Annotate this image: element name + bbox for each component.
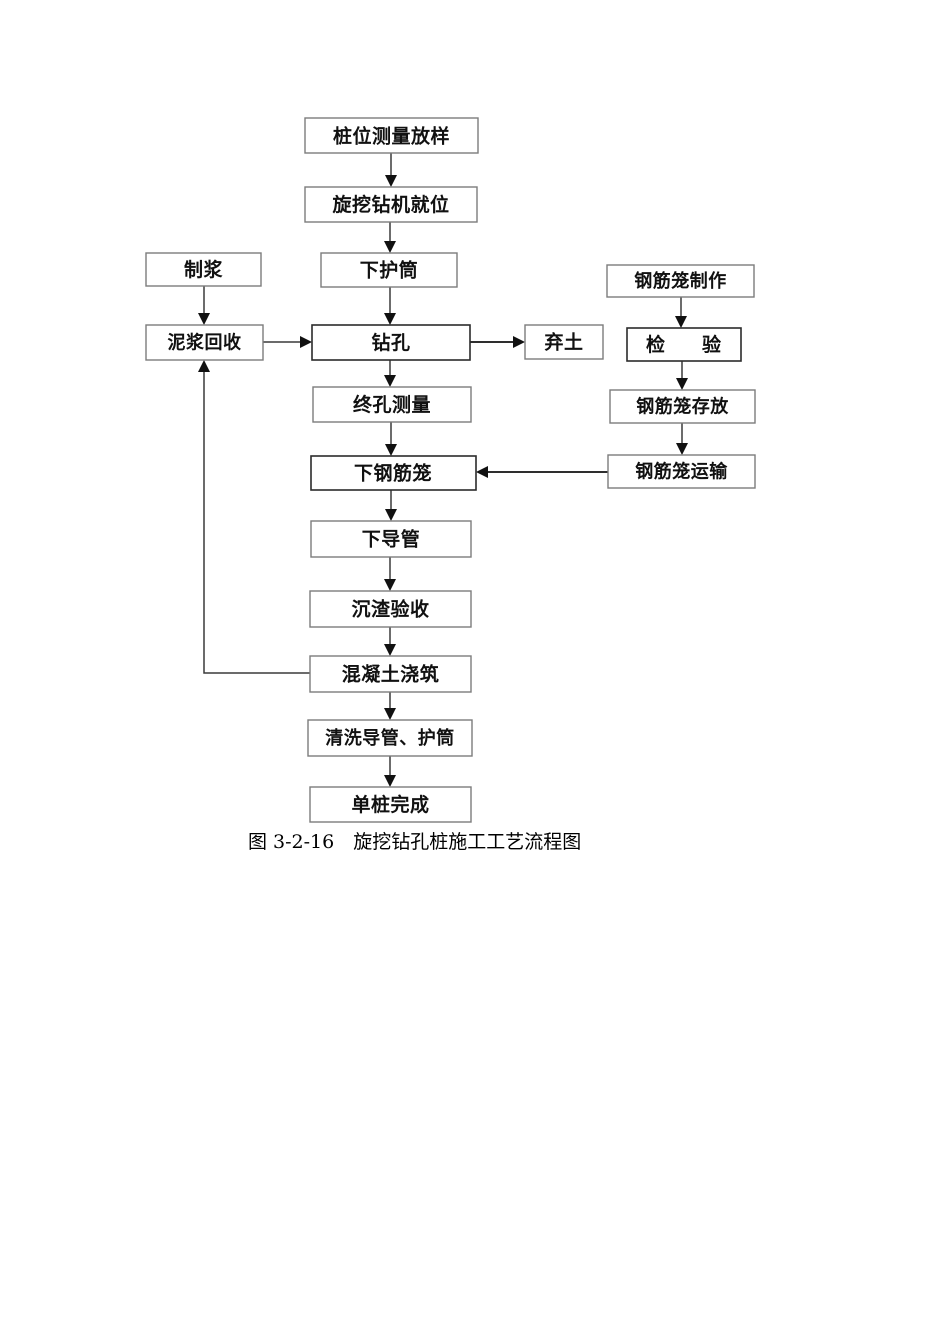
node-label-n5: 终孔测量 xyxy=(353,393,431,416)
node-label-n1: 桩位测量放样 xyxy=(333,125,450,148)
node-xia-daoguan[interactable]: 下导管 xyxy=(310,520,472,558)
node-label-r1: 钢筋笼制作 xyxy=(634,270,727,292)
node-label-r4: 钢筋笼运输 xyxy=(635,461,728,483)
node-box-n7 xyxy=(310,520,472,558)
node-box-n9 xyxy=(309,655,472,693)
node-label-n8: 沉渣验收 xyxy=(351,598,429,621)
node-box-n3 xyxy=(320,252,458,288)
edge-n7-n8 xyxy=(384,557,396,591)
edge-zuankong-qitu xyxy=(470,336,525,348)
node-layer: 桩位测量放样 旋挖钻机就位 下护筒 钻孔 终孔测量 xyxy=(145,117,756,823)
node-label-l2: 泥浆回收 xyxy=(168,332,242,354)
node-box-n4 xyxy=(311,324,471,361)
edge-n3-n4 xyxy=(384,287,396,325)
node-gangjinlong-yunshu[interactable]: 钢筋笼运输 xyxy=(607,454,756,489)
node-label-n9: 混凝土浇筑 xyxy=(342,663,440,686)
node-zhijiang[interactable]: 制浆 xyxy=(145,252,262,287)
node-hunningtu-jiaozhu[interactable]: 混凝土浇筑 xyxy=(309,655,472,693)
node-box-w1 xyxy=(524,324,604,360)
edge-n6-n7 xyxy=(385,490,397,521)
node-label-r3: 钢筋笼存放 xyxy=(636,396,729,418)
edge-gangjinlongzhizuo-jianyan xyxy=(675,297,687,328)
node-zhuangwei-celiang-fangyang[interactable]: 桩位测量放样 xyxy=(304,117,479,154)
edge-zhijiang-nijianghuishou xyxy=(198,286,210,325)
node-label-n6: 下钢筋笼 xyxy=(354,462,432,485)
node-box-l2 xyxy=(145,324,264,361)
edge-cunfang-yunshu xyxy=(676,423,688,455)
node-xuanwa-zuanji-jiuwei[interactable]: 旋挖钻机就位 xyxy=(304,186,478,223)
node-label-n10: 清洗导管、护筒 xyxy=(325,727,455,749)
node-chenzha-yanshou[interactable]: 沉渣验收 xyxy=(309,590,472,628)
node-label-n3: 下护筒 xyxy=(360,259,419,282)
node-box-n5 xyxy=(312,386,472,423)
node-gangjinlong-cunfang[interactable]: 钢筋笼存放 xyxy=(609,389,756,424)
node-box-r1 xyxy=(606,264,755,298)
node-box-n1 xyxy=(304,117,479,154)
node-box-l1 xyxy=(145,252,262,287)
node-zhongkong-celiang[interactable]: 终孔测量 xyxy=(312,386,472,423)
edge-n4-n5 xyxy=(384,360,396,387)
node-box-n2 xyxy=(304,186,478,223)
node-qitu[interactable]: 弃土 xyxy=(524,324,604,360)
node-box-r3 xyxy=(609,389,756,424)
node-danzhuang-wancheng[interactable]: 单桩完成 xyxy=(309,786,472,823)
node-qingxi-daoguan-hutong[interactable]: 清洗导管、护筒 xyxy=(307,719,473,757)
node-label-n4: 钻孔 xyxy=(371,331,410,354)
node-label-l1: 制浆 xyxy=(184,258,224,281)
node-jianyan[interactable]: 检 验 xyxy=(626,327,742,362)
node-box-n6 xyxy=(310,455,477,491)
edge-n2-n3 xyxy=(384,222,396,253)
node-label-n11: 单桩完成 xyxy=(351,793,429,816)
edge-nijianghuishou-zuankong xyxy=(263,336,312,348)
edge-feedback-jiaozhu-nijianghuishou xyxy=(198,360,310,674)
node-label-w1: 弃土 xyxy=(544,331,583,354)
node-label-n7: 下导管 xyxy=(362,528,421,551)
edge-n1-n2 xyxy=(385,153,397,187)
node-box-n11 xyxy=(309,786,472,823)
figure-caption-text: 图 3-2-16 旋挖钻孔桩施工工艺流程图 xyxy=(248,831,582,853)
node-box-n8 xyxy=(309,590,472,628)
node-xia-gangjinlong[interactable]: 下钢筋笼 xyxy=(310,455,477,491)
edge-n5-n6 xyxy=(385,422,397,456)
node-box-r2 xyxy=(626,327,742,362)
node-xia-hutong[interactable]: 下护筒 xyxy=(320,252,458,288)
edge-n8-n9 xyxy=(384,627,396,656)
node-nijiang-huishou[interactable]: 泥浆回收 xyxy=(145,324,264,361)
node-gangjinlong-zhizuo[interactable]: 钢筋笼制作 xyxy=(606,264,755,298)
edge-n9-n10 xyxy=(384,692,396,720)
node-zuankong[interactable]: 钻孔 xyxy=(311,324,471,361)
node-label-n2: 旋挖钻机就位 xyxy=(331,193,449,216)
edge-n10-n11 xyxy=(384,756,396,787)
connector-layer xyxy=(198,153,688,787)
node-box-n10 xyxy=(307,719,473,757)
edge-yunshu-xiagangjinlong xyxy=(476,466,608,478)
node-label-r2: 检 验 xyxy=(646,333,730,356)
figure-caption: 图 3-2-16 旋挖钻孔桩施工工艺流程图 xyxy=(248,827,768,857)
node-box-r4 xyxy=(607,454,756,489)
edge-jianyan-cunfang xyxy=(676,361,688,390)
